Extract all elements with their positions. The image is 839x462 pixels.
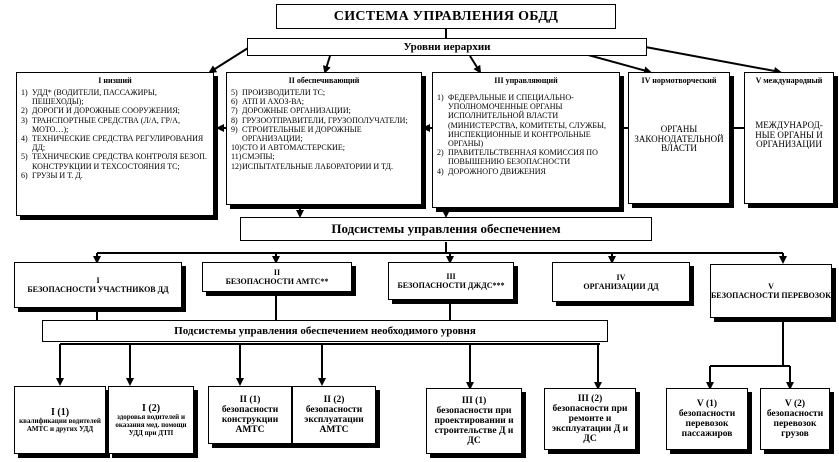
leaf-2-1: II (1) безопасности конструкции АМТС xyxy=(208,386,292,444)
leaf-number: III (2) xyxy=(577,394,603,404)
subsystem-number: III xyxy=(446,271,456,281)
level-5-body: МЕЖДУНАРОД-НЫЕ ОРГАНЫ И ОРГАНИЗАЦИИ xyxy=(755,120,823,149)
system-title-box: СИСТЕМА УПРАВЛЕНИЯ ОБДД xyxy=(276,4,616,29)
leaf-text: безопасности конструкции АМТС xyxy=(221,405,279,435)
leaf-3-2: III (2) безопасности при ремонте и экспл… xyxy=(544,388,636,450)
hierarchy-band: Уровни иерархии xyxy=(247,38,647,56)
subsystem-text: БЕЗОПАСНОСТИ ПЕРЕВОЗОК xyxy=(711,291,832,300)
level-1-box: I низший 1)УДД* (ВОДИТЕЛИ, ПАССАЖИРЫ, ПЕ… xyxy=(16,72,214,216)
list-item: 4)ТЕХНИЧЕСКИЕ СРЕДСТВА РЕГУЛИРОВАНИЯ ДД; xyxy=(21,134,204,153)
subsystem-number: I xyxy=(96,275,100,285)
list-item: 2)ДОРОГИ И ДОРОЖНЫЕ СООРУЖЕНИЯ; xyxy=(21,106,180,116)
leaf-number: I (2) xyxy=(141,402,161,414)
subsystem-number: V xyxy=(768,281,774,291)
system-title: СИСТЕМА УПРАВЛЕНИЯ ОБДД xyxy=(333,8,559,24)
level-3-head: III управляющий xyxy=(494,76,558,85)
list-item: 6)АТП И АХОЗ-ВА; xyxy=(231,97,304,107)
subsystem-number: II xyxy=(273,267,281,277)
level-4-head: IV нормотворческий xyxy=(641,76,717,85)
list-item: 10)СТО И АВТОМАСТЕРСКИЕ; xyxy=(231,143,345,153)
leaf-text: безопасности при проектировании и строит… xyxy=(434,406,514,446)
level-2-box: II обеспечивающий 5)ПРОИЗВОДИТЕЛИ ТС; 6)… xyxy=(226,72,422,205)
list-item: 5)ПРОИЗВОДИТЕЛИ ТС; xyxy=(231,88,326,97)
required-label: Подсистемы управления обеспечением необх… xyxy=(174,325,476,337)
list-item: 5)ТЕХНИЧЕСКИЕ СРЕДСТВА КОНТРОЛЯ БЕЗОП. К… xyxy=(21,152,207,171)
subsystem-number: IV xyxy=(616,272,626,282)
leaf-text: здоровья водителей и оказания мед. помощ… xyxy=(115,412,187,437)
subsystem-1: I БЕЗОПАСНОСТИ УЧАСТНИКОВ ДД xyxy=(14,262,182,308)
subsystem-text: ОРГАНИЗАЦИИ ДД xyxy=(583,282,659,291)
list-item: 8)ГРУЗООТПРАВИТЕЛИ, ГРУЗОПОЛУЧАТЕЛИ; xyxy=(231,115,408,125)
leaf-2-2: II (2) безопасности эксплуатации АМТС xyxy=(292,386,376,444)
list-item: 11)СМЭПЫ; xyxy=(231,152,275,162)
subsystem-4: IV ОРГАНИЗАЦИИ ДД xyxy=(552,262,690,302)
leaf-5-1: V (1) безопасности перевозок пассажиров xyxy=(666,388,748,450)
list-item: 3)ТРАНСПОРТНЫЕ СРЕДСТВА (Л/А, ГР/А, МОТО… xyxy=(21,115,180,134)
subsystem-text: БЕЗОПАСНОСТИ АМТС** xyxy=(225,277,329,286)
leaf-number: I (1) xyxy=(50,406,70,418)
subsystem-text: БЕЗОПАСНОСТИ ДЖДС*** xyxy=(397,281,505,290)
leaf-1-2: I (2) здоровья водителей и оказания мед.… xyxy=(108,386,194,454)
subsystems-band: Подсистемы управления обеспечением xyxy=(240,217,652,241)
level-5-head: V международный xyxy=(755,76,823,85)
leaf-number: V (2) xyxy=(784,399,806,409)
required-band: Подсистемы управления обеспечением необх… xyxy=(42,320,608,342)
list-item: 9)СТРОИТЕЛЬНЫЕ И ДОРОЖНЫЕ ОРГАНИЗАЦИИ; xyxy=(231,124,362,144)
leaf-text: безопасности при ремонте и эксплуатации … xyxy=(551,404,629,444)
list-item: 12)ИСПЫТАТЕЛЬНЫЕ ЛАБОРАТОРИИ И ТД. xyxy=(231,161,393,171)
leaf-number: II (1) xyxy=(239,395,261,405)
leaf-3-1: III (1) безопасности при проектировании … xyxy=(426,388,522,454)
subsystem-3: III БЕЗОПАСНОСТИ ДЖДС*** xyxy=(388,262,514,300)
leaf-number: III (1) xyxy=(461,396,487,406)
leaf-1-1: I (1) квалификации водителей АМТС и друг… xyxy=(14,386,106,454)
list-item: 7)ДОРОЖНЫЕ ОРГАНИЗАЦИИ; xyxy=(231,106,351,116)
subsystem-2: II БЕЗОПАСНОСТИ АМТС** xyxy=(202,262,352,292)
list-item: 6)ГРУЗЫ И Т. Д. xyxy=(21,170,83,180)
level-4-body: ОРГАНЫ ЗАКОНОДАТЕЛЬНОЙ ВЛАСТИ xyxy=(634,124,724,153)
level-1-list: 1)УДД* (ВОДИТЕЛИ, ПАССАЖИРЫ, ПЕШЕХОДЫ); … xyxy=(21,88,209,180)
list-item: 4)ДОРОЖНОГО ДВИЖЕНИЯ xyxy=(437,166,546,176)
level-5-box: V международный МЕЖДУНАРОД-НЫЕ ОРГАНЫ И … xyxy=(744,72,834,204)
list-item: 2)ПРАВИТЕЛЬСТВЕННАЯ КОМИССИЯ ПО ПОВЫШЕНИ… xyxy=(437,148,598,167)
hierarchy-label: Уровни иерархии xyxy=(403,41,491,53)
leaf-text: безопасности перевозок грузов xyxy=(766,409,824,439)
level-1-head: I низший xyxy=(98,76,132,85)
subsystems-label: Подсистемы управления обеспечением xyxy=(331,221,561,236)
list-item: 1)УДД* (ВОДИТЕЛИ, ПАССАЖИРЫ, ПЕШЕХОДЫ); xyxy=(21,88,157,107)
leaf-number: V (1) xyxy=(696,399,718,409)
level-3-box: III управляющий 1)ФЕДЕРАЛЬНЫЕ И СПЕЦИАЛЬ… xyxy=(432,72,620,208)
leaf-5-2: V (2) безопасности перевозок грузов xyxy=(760,388,830,450)
leaf-text: безопасности эксплуатации АМТС xyxy=(304,405,364,435)
level-4-box: IV нормотворческий ОРГАНЫ ЗАКОНОДАТЕЛЬНО… xyxy=(628,72,730,204)
leaf-text: безопасности перевозок пассажиров xyxy=(678,409,736,439)
subsystem-text: БЕЗОПАСНОСТИ УЧАСТНИКОВ ДД xyxy=(27,285,169,294)
level-2-head: II обеспечивающий xyxy=(288,76,360,85)
subsystem-5: V БЕЗОПАСНОСТИ ПЕРЕВОЗОК xyxy=(710,264,832,318)
level-2-list: 5)ПРОИЗВОДИТЕЛИ ТС; 6)АТП И АХОЗ-ВА; 7)Д… xyxy=(231,88,417,171)
level-3-list: 1)ФЕДЕРАЛЬНЫЕ И СПЕЦИАЛЬНО-УПОЛНОМОЧЕННЫ… xyxy=(437,93,615,176)
leaf-number: II (2) xyxy=(323,395,345,405)
list-item: 1)ФЕДЕРАЛЬНЫЕ И СПЕЦИАЛЬНО-УПОЛНОМОЧЕННЫ… xyxy=(437,93,607,149)
leaf-text: квалификации водителей АМТС и других УДД xyxy=(19,416,101,433)
